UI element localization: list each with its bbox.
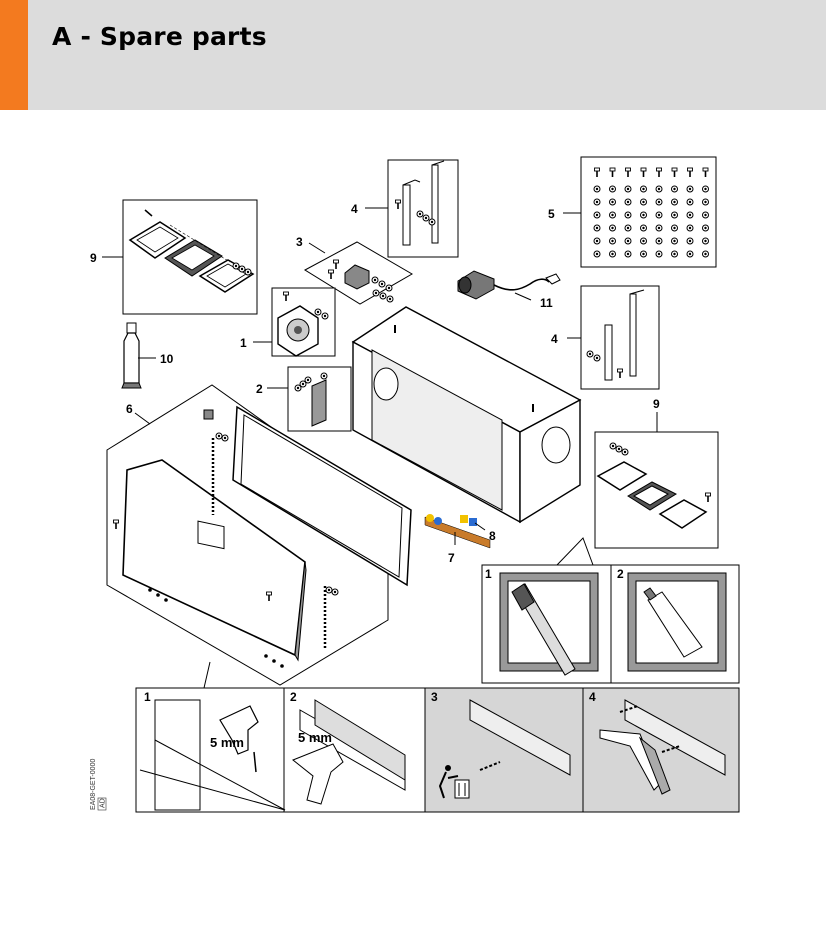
callout-8: 8 [489,529,496,543]
nut-icon [655,198,663,206]
callout-11: 11 [540,296,553,310]
mount-step-2: 2 [290,690,297,704]
callout-3: 3 [296,235,303,249]
callout-7: 7 [448,551,455,565]
nut-icon [655,237,663,245]
accent-stripe [0,0,28,110]
drawing-code: EA08-GET-0000 AD [90,759,107,811]
mount-step-3: 3 [431,690,438,704]
waste-bin-icon [438,761,501,799]
rivet-pliers-icon [599,729,671,795]
mount-step-1: 1 [144,690,151,704]
callout-1: 1 [240,336,247,350]
mount-step-4: 4 [589,690,596,704]
nut-icon [640,237,647,245]
leader-lines [102,207,658,545]
warning-labels [424,514,491,549]
nut-icon [609,237,616,245]
nut-icon [702,224,709,232]
plug-bracket-kit [304,241,413,305]
drill-size-label-2: 5 mm [298,730,332,745]
nut-icon [609,185,616,193]
fan-icon [271,287,336,357]
nut-icon [702,185,709,193]
nut-icon [671,198,678,206]
nut-icon [640,250,647,258]
mounting-bracket-kit-top [387,159,459,258]
nut-icon [686,185,694,193]
cabinet-frame [351,306,582,524]
callout-labels: 9 3 4 5 11 1 10 2 4 6 9 7 8 1 2 1 2 3 4 … [90,202,660,750]
nut-icon [624,211,632,219]
brush-icon [511,583,576,676]
nut-icon [686,250,694,258]
nut-icon [593,237,601,245]
fastener-set [580,156,717,268]
nut-icon [671,250,678,258]
nut-icon [640,185,647,193]
door-kit [106,384,412,686]
detail-step-2: 2 [617,567,624,581]
nut-icon [702,211,709,219]
nut-icon [655,185,663,193]
nut-icon [686,224,694,232]
nut-icon [593,250,601,258]
nut-icon [671,224,678,232]
hinge-icon [314,699,406,781]
nut-icon [593,211,601,219]
gasket-kit-box-right [594,431,719,549]
callout-9-right: 9 [653,397,660,411]
page-title: A - Spare parts [52,22,267,51]
power-plug-icon [457,270,561,300]
nut-icon [624,237,632,245]
nut-icon [624,250,632,258]
nut-icon [671,237,678,245]
drawing-code-text: EA08-GET-0000 [90,759,97,810]
nut-icon [671,211,678,219]
nut-icon [640,224,647,232]
gasket-kit-box-left [122,199,258,315]
nut-icon [609,250,616,258]
gasket-detail-panel [481,537,740,684]
nut-icon [686,237,694,245]
nut-icon [655,211,663,219]
nut-icon [655,224,663,232]
nut-icon [609,198,616,206]
callout-9-left: 9 [90,251,97,265]
callout-6: 6 [126,402,133,416]
latch-kit [287,366,352,432]
nut-icon [640,198,647,206]
nut-icon [624,198,632,206]
nut-icon [702,198,709,206]
glue-tube-icon [643,587,703,658]
nut-icon [702,250,709,258]
callout-4-right: 4 [551,332,558,346]
nut-icon [624,224,632,232]
nut-icon [593,185,601,193]
nut-icon [609,224,616,232]
nut-icon [671,185,678,193]
nut-icon [655,250,663,258]
detail-step-1: 1 [485,567,492,581]
nut-icon [686,211,694,219]
nut-icon [593,224,601,232]
glue-tube-icon [121,322,142,389]
callout-10: 10 [160,352,174,366]
callout-2: 2 [256,382,263,396]
mounting-steps-panel [135,661,740,813]
nut-icon [593,198,601,206]
header-bar [0,0,826,110]
mounting-bracket-kit-right [580,285,660,390]
callout-5: 5 [548,207,555,221]
nut-icon [640,211,647,219]
nut-icon [609,211,616,219]
drill-size-label-1: 5 mm [210,735,244,750]
nut-icon [624,185,632,193]
drawing-code-box: AD [100,798,107,808]
nut-icon [702,237,709,245]
callout-4-top: 4 [351,202,358,216]
nut-icon [686,198,694,206]
drill-icon [219,705,259,773]
